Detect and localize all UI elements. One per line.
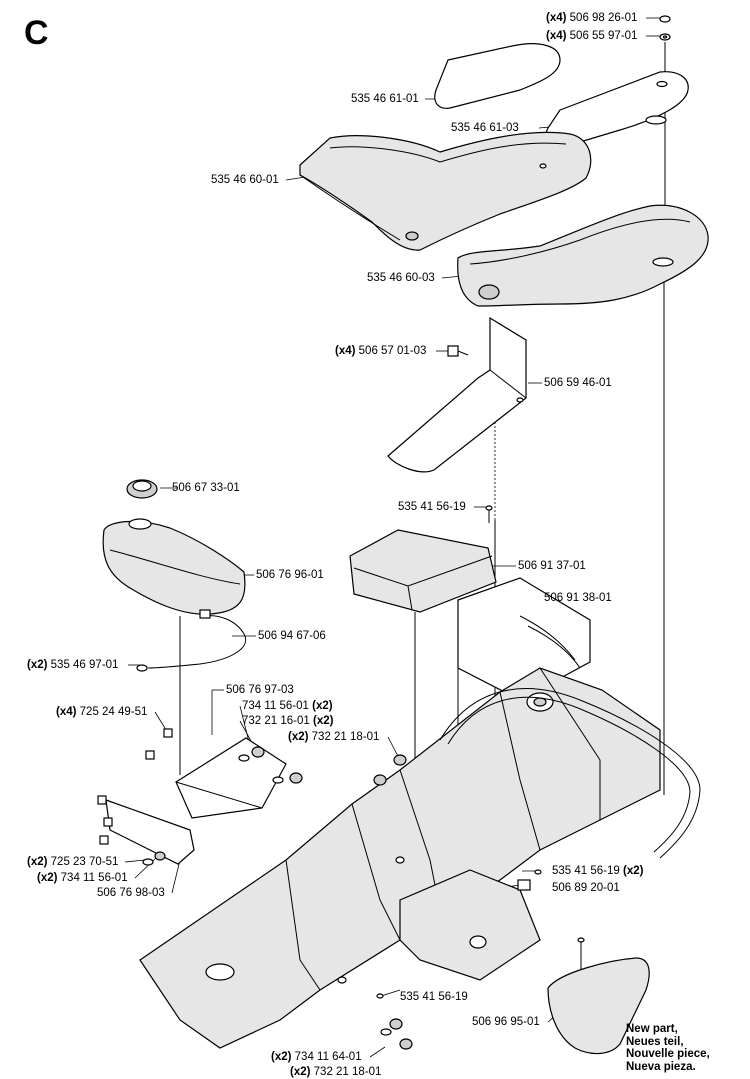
- part-label: (x2) 535 46 97-01: [27, 659, 119, 671]
- part-label: 535 41 56-19: [398, 501, 466, 513]
- part-label: 506 91 38-01: [544, 592, 612, 604]
- handle-tube: [439, 688, 701, 859]
- part-label: 506 76 96-01: [256, 569, 324, 581]
- screw-icon: [376, 869, 542, 999]
- battery-bracket: [457, 577, 591, 701]
- section-letter: C: [24, 14, 49, 52]
- part-label: (x4) 506 55 97-01: [546, 30, 638, 42]
- seat-cover-plate: [434, 43, 561, 109]
- seat-shell-upper: [299, 131, 592, 251]
- part-label: 506 91 37-01: [518, 560, 586, 572]
- part-label: 535 46 61-01: [351, 93, 419, 105]
- part-label: 535 41 56-19: [400, 991, 468, 1003]
- part-label: (x2) 734 11 64-01: [271, 1051, 362, 1063]
- part-label: (x2) 725 23 70-51: [27, 856, 119, 868]
- part-label: 535 46 60-03: [367, 272, 435, 284]
- side-cover: [547, 957, 650, 1055]
- screw-icon: [485, 505, 493, 523]
- tank-bracket: [175, 737, 287, 819]
- part-label: 506 89 20-01: [552, 882, 620, 894]
- part-label: 535 46 60-01: [211, 174, 279, 186]
- bolt-icon: [447, 345, 469, 357]
- part-label: 506 76 98-03: [97, 887, 165, 899]
- part-label: 734 11 56-01 (x2): [242, 700, 333, 712]
- part-label: 506 76 97-03: [226, 684, 294, 696]
- part-label: 506 67 33-01: [172, 482, 240, 494]
- mount-bracket: [105, 799, 195, 865]
- part-label: 506 94 67-06: [258, 630, 326, 642]
- part-label: 506 96 95-01: [472, 1016, 540, 1028]
- part-label: (x2) 732 21 18-01: [288, 731, 380, 743]
- fuel-cap-icon: [126, 479, 158, 499]
- part-label: (x4) 725 24 49-51: [56, 706, 148, 718]
- part-label: 535 41 56-19 (x2): [552, 865, 644, 877]
- part-label: 732 21 16-01 (x2): [242, 715, 334, 727]
- bolt-icon: [97, 728, 173, 845]
- electrical-housing: [399, 869, 541, 981]
- new-part-note: New part, Neues teil, Nouvelle piece, Nu…: [626, 1023, 710, 1073]
- fuel-line: [147, 615, 247, 669]
- washer-icon: [142, 754, 392, 1036]
- part-label: (x2) 734 11 56-01: [37, 872, 128, 884]
- part-label: 535 46 61-03: [451, 122, 519, 134]
- part-label: (x4) 506 57 01-03: [335, 345, 427, 357]
- part-label: 506 59 46-01: [544, 377, 612, 389]
- fender-bracket: [387, 316, 527, 473]
- washer-icon: [659, 15, 671, 41]
- nut-icon: [154, 746, 413, 1050]
- seat-shell-lower: [457, 204, 709, 307]
- part-label: (x4) 506 98 26-01: [546, 12, 638, 24]
- battery-cover: [349, 529, 497, 613]
